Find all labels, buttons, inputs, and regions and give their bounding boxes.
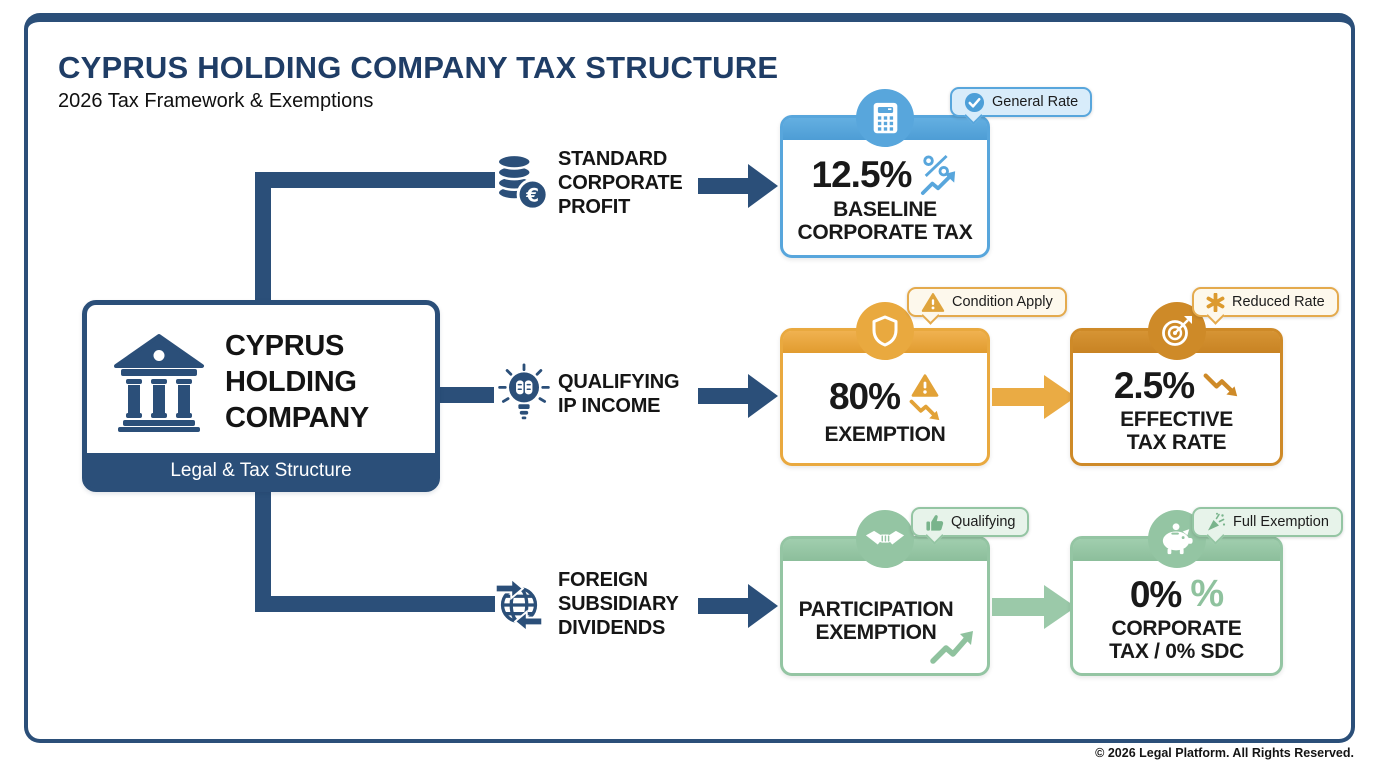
border-frame [24, 13, 1355, 743]
node-value: 12.5% [811, 154, 913, 195]
trend-down-icon [1203, 373, 1238, 397]
arrow-branch2 [698, 388, 748, 404]
branch-label-foreign-subsidiary-dividends: FOREIGN SUBSIDIARY DIVIDENDS [558, 569, 679, 639]
globe-transfer-icon [494, 576, 544, 634]
node-value: 80% [828, 376, 901, 417]
company-node: CYPRUS HOLDING COMPANY Legal & Tax Struc… [82, 300, 440, 492]
trend-down-icon [909, 399, 940, 420]
node-label: CORPORATE TAX / 0% SDC [1109, 617, 1244, 663]
connector-middle [436, 387, 494, 403]
piggy-bank-icon [1162, 523, 1193, 555]
warning-triangle-icon [921, 292, 945, 312]
shield-icon [872, 315, 898, 347]
node-value: 0% [1129, 573, 1182, 615]
warning-triangle-icon [911, 373, 939, 397]
company-name: CYPRUS HOLDING COMPANY [225, 330, 369, 434]
calculator-icon [873, 102, 897, 134]
thumbs-up-icon [926, 514, 944, 531]
brain-bulb-icon [498, 363, 550, 420]
trend-up-icon [930, 631, 973, 664]
page-subtitle: 2026 Tax Framework & Exemptions [58, 90, 374, 112]
node-effective-tax-rate: 2.5% EFFECTIVE TAX RATE [1070, 302, 1283, 466]
badge-full-exemption: Full Exemption [1192, 507, 1343, 537]
connector-top-vertical [255, 172, 271, 304]
asterisk-icon [1206, 292, 1225, 312]
connector-top-horizontal [255, 172, 495, 188]
party-popper-icon [1208, 512, 1226, 531]
node-zero-corporate-tax: 0% % CORPORATE TAX / 0% SDC [1070, 510, 1283, 676]
badge-reduced-rate: Reduced Rate [1192, 287, 1339, 317]
badge-condition-apply: Condition Apply [907, 287, 1067, 317]
warning-trend-down-icon [909, 373, 941, 422]
connector-bottom-horizontal [255, 596, 495, 612]
arrow-ip-to-effective [992, 388, 1044, 406]
node-label: EXEMPTION [824, 422, 946, 446]
arrow-branch3 [698, 598, 748, 614]
percent-trend-up-icon [921, 154, 956, 195]
target-icon [1161, 316, 1192, 346]
badge-general-rate: General Rate [950, 87, 1093, 117]
percent-icon: % [1190, 573, 1224, 615]
node-label: BASELINE CORPORATE TAX [797, 198, 973, 244]
svg-text:€: € [525, 185, 539, 206]
handshake-icon [865, 530, 905, 545]
node-baseline-corporate-tax: 12.5% BASELINE CORPORATE TAX [780, 89, 990, 258]
node-value: 2.5% [1113, 364, 1195, 406]
node-label: EFFECTIVE TAX RATE [1120, 407, 1233, 454]
connector-bottom-vertical [255, 488, 271, 612]
node-participation-exemption: PARTICIPATION EXEMPTION [780, 510, 990, 676]
coins-euro-icon: € [496, 153, 549, 211]
check-circle-icon [964, 92, 985, 112]
arrow-participation-to-zero [992, 598, 1044, 616]
bank-icon [114, 334, 204, 432]
page-title: CYPRUS HOLDING COMPANY TAX STRUCTURE [58, 50, 779, 85]
badge-qualifying: Qualifying [911, 507, 1030, 537]
copyright-note: © 2026 Legal Platform. All Rights Reserv… [1095, 746, 1354, 760]
branch-label-qualifying-ip-income: QUALIFYING IP INCOME [558, 371, 680, 417]
arrow-branch1 [698, 178, 748, 194]
branch-label-standard-corporate-profit: STANDARD CORPORATE PROFIT [558, 148, 683, 218]
company-caption: Legal & Tax Structure [86, 453, 436, 488]
node-label: PARTICIPATION EXEMPTION [798, 598, 954, 644]
node-ip-exemption: 80% EXEMPTION [780, 302, 990, 466]
